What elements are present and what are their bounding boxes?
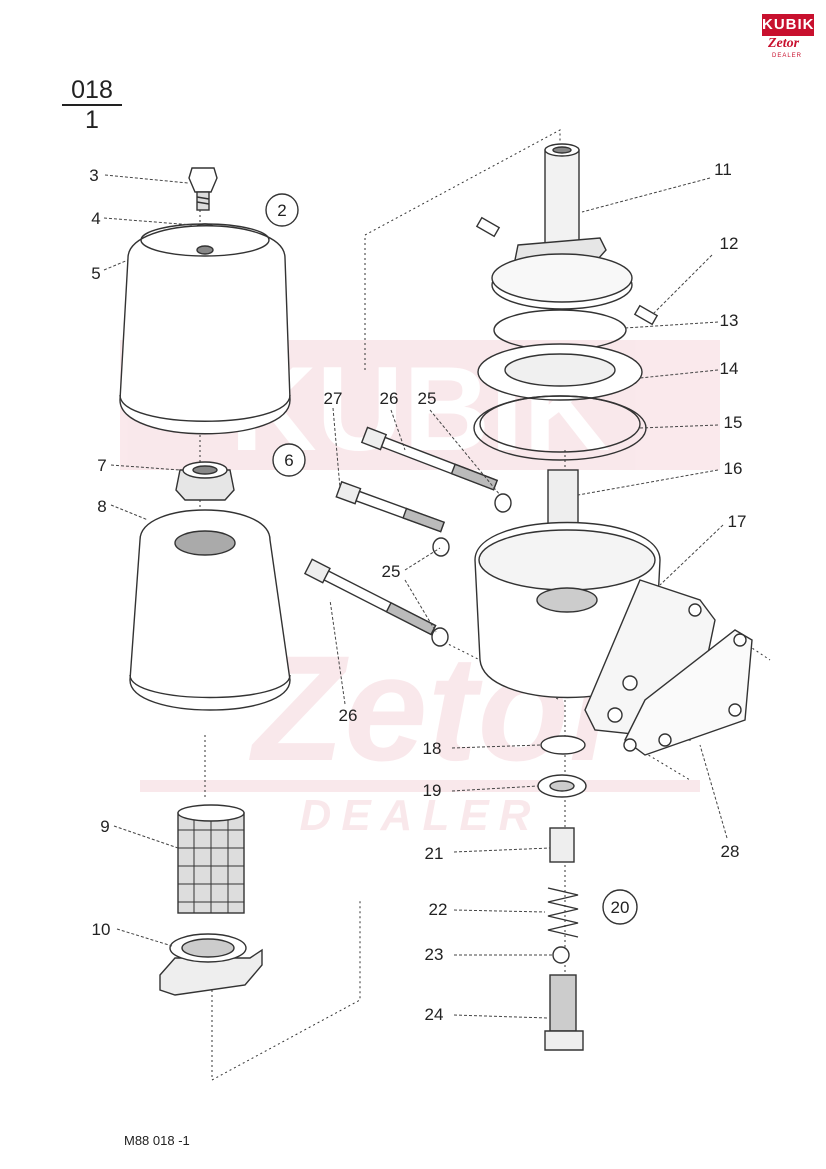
part-8-filter-element [129,509,291,711]
group-marker-6: 6 [284,451,293,470]
part-12-screw-right [633,304,659,326]
callout-24: 24 [425,1005,444,1024]
callout-22: 22 [429,900,448,919]
part-3-banjo-bolt [188,167,218,211]
part-10-locking-ring [159,933,263,996]
callout-25-lower: 25 [382,562,401,581]
part-18-washer [540,735,586,755]
callout-12: 12 [720,234,739,253]
dealer-logo: KUBIK Zetor DEALER [762,14,814,60]
callout-26-top: 26 [380,389,399,408]
callout-11: 11 [714,160,732,179]
callout-17: 17 [728,512,747,531]
part-27-bolt [335,480,445,533]
section-number-bottom: 1 [85,106,99,134]
callout-27: 27 [324,389,343,408]
group-marker-20: 20 [611,898,630,917]
group-markers: 2 6 20 [265,193,638,925]
part-21-valve-piston [549,827,575,863]
callout-15: 15 [724,413,743,432]
callout-18: 18 [423,739,442,758]
callout-3: 3 [89,166,98,185]
part-22-spring [547,887,579,938]
part-16-valve-spindle [547,469,579,531]
part-9-mesh-strainer [177,804,245,914]
callout-13: 13 [720,311,739,330]
leader-lines [103,174,728,1019]
section-number: 018 1 [62,76,122,134]
part-13-cover-disc [491,253,633,310]
page-footer-code: M88 018 -1 [124,1133,190,1148]
part-7-nut [175,461,235,501]
callout-21: 21 [425,844,444,863]
callout-16: 16 [724,459,743,478]
callout-labels: 3 4 5 7 8 9 10 11 12 13 14 15 16 17 18 1… [89,160,746,1024]
watermark-dealer: DEALER [300,791,541,840]
section-number-top: 018 [62,76,122,106]
callout-7: 7 [97,456,106,475]
part-19-retaining-washer [537,774,587,798]
part-25-washer-b [432,537,450,557]
part-11-central-tube [514,143,607,273]
logo-make: Zetor [768,36,800,51]
callout-14: 14 [720,359,739,378]
part-26-bolt-lower [303,558,437,636]
part-5-filter-housing [119,223,291,435]
part-28-flange-gasket [623,629,753,756]
part-23-ball [552,946,570,964]
part-24-plug-screw [544,974,584,1051]
part-26-bolt-upper [360,426,499,491]
callout-23: 23 [425,945,444,964]
part-25-washer-a [494,493,512,513]
logo-dealer: DEALER [772,53,803,59]
logo-brand: KUBIK [762,14,814,36]
callout-19: 19 [423,781,442,800]
callout-28: 28 [721,842,740,861]
callout-26-lower: 26 [339,706,358,725]
part-25-washer-c [431,627,449,647]
part-15-gasket [477,343,643,401]
callout-25-top: 25 [418,389,437,408]
group-marker-2: 2 [277,201,286,220]
callout-8: 8 [97,497,106,516]
callout-10: 10 [92,920,111,939]
callout-4: 4 [91,209,100,228]
callout-5: 5 [91,264,100,283]
part-12-screw [475,216,501,238]
callout-9: 9 [100,817,109,836]
